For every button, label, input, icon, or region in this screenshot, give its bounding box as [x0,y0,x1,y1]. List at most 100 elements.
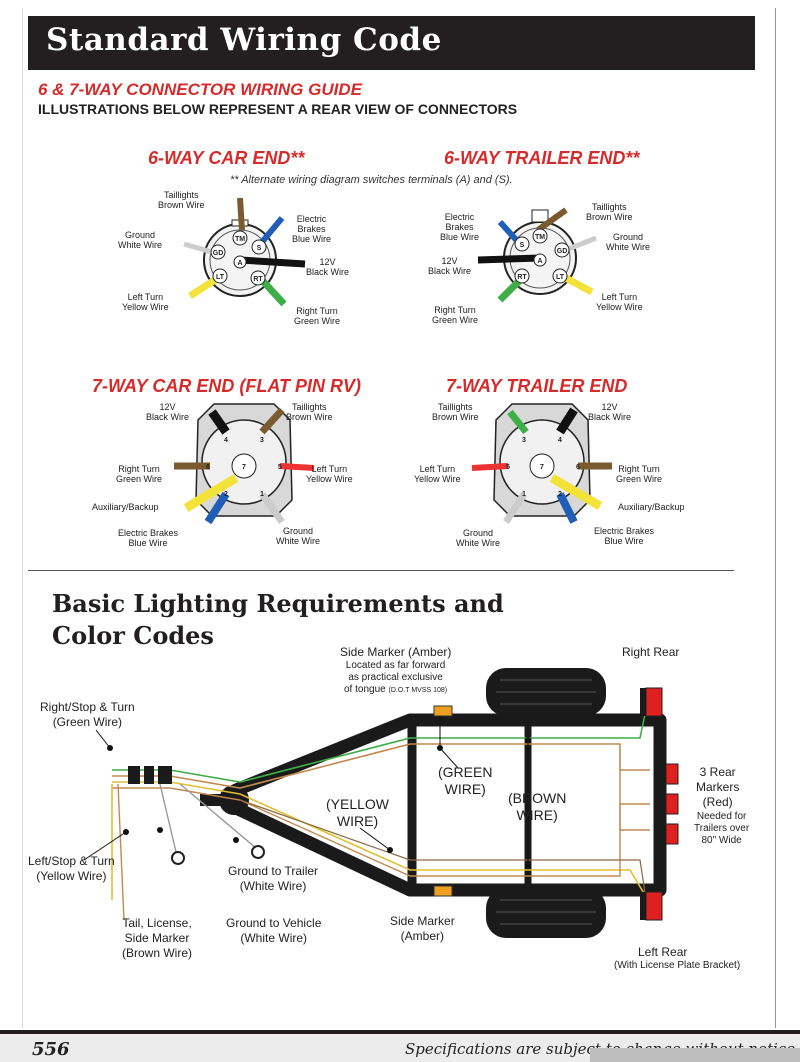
black-wire [239,256,306,268]
side-marker-bottom-label: Side Marker(Amber) [390,914,455,943]
white-wire [565,235,597,253]
rear-marker [665,793,679,815]
pin-label: S [520,242,525,249]
license-bracket-label: (With License Plate Bracket) [614,960,741,971]
pin-label: 7 [540,464,544,471]
black-wire [208,409,230,435]
brown-wire [259,407,285,435]
title-bar: Standard Wiring Code [28,16,755,70]
ground-to-vehicle-label: Ground to Vehicle(White Wire) [226,916,322,945]
trailer-diagram [83,668,679,938]
guide-title: 6 & 7-WAY CONNECTOR WIRING GUIDE [38,80,362,99]
brown-wire-run [112,743,650,789]
pin-label: 6 [206,464,210,471]
pin-label: 2 [224,491,228,498]
rear-marker [665,823,679,845]
pin-label: 5 [506,464,510,471]
six-way-trailer-connector: S TM A GD RT LT [477,207,597,303]
white-wire [183,241,213,255]
seven-way-trailer-title: 7-WAY TRAILER END [446,376,628,396]
brown-wire [237,197,245,231]
side-marker-amber-top [433,705,453,717]
blue-wire [204,491,230,525]
pin-label: RT [517,274,527,281]
alternate-note: ** Alternate wiring diagram switches ter… [230,174,513,186]
seven-car-aux-label: Auxiliary/Backup [92,502,159,512]
page-frame [22,8,776,1028]
tail-license-label: Tail, License,Side Marker(Brown Wire) [122,916,193,960]
black-wire [556,407,578,435]
blue-wire [259,216,285,244]
left-rear-label: Left Rear [638,945,688,959]
pin-label: 1 [522,491,526,498]
rear-marker [665,763,679,785]
pin-label: 3 [260,437,264,444]
pin-label: LT [216,274,225,281]
left-stop-label: Left/Stop & Turn(Yellow Wire) [28,854,115,883]
pin-label: LT [556,274,565,281]
pin-label: TM [535,234,545,241]
pin-label: 1 [260,491,264,498]
pin-label: 2 [558,491,562,498]
black-wire [477,254,541,264]
green-wire [507,409,529,435]
guide-subtitle: ILLUSTRATIONS BELOW REPRESENT A REAR VIE… [38,101,518,117]
pin-label: S [257,245,262,252]
side-marker-amber-bottom [433,885,453,897]
right-rear-label: Right Rear [622,645,680,659]
pin-label: 4 [224,437,228,444]
pin-label: GD [557,248,568,255]
footer-overlay [590,1048,800,1062]
blue-wire [556,492,578,524]
coupler [219,785,249,815]
right-stop-label: Right/Stop & Turn(Green Wire) [40,700,135,729]
pin-label: 3 [522,437,526,444]
yellow-wire [549,474,603,510]
left-rear-light [645,891,663,921]
pin-label: RT [253,276,263,283]
footer-rule [0,1030,800,1034]
seven-way-car-title: 7-WAY CAR END (FLAT PIN RV) [92,376,361,396]
pin-label: 7 [242,464,246,471]
white-wire [503,492,527,524]
red-wire [279,463,315,471]
ground-to-trailer-label: Ground to Trailer(White Wire) [228,864,319,893]
seven-trailer-aux-label: Auxiliary/Backup [618,502,685,512]
page-title: Standard Wiring Code [46,22,442,58]
six-way-car-connector: TM S GD A RT LT [183,197,306,307]
pin-label: TM [235,236,245,243]
page-number: 556 [32,1039,70,1060]
pin-label: 6 [576,464,580,471]
